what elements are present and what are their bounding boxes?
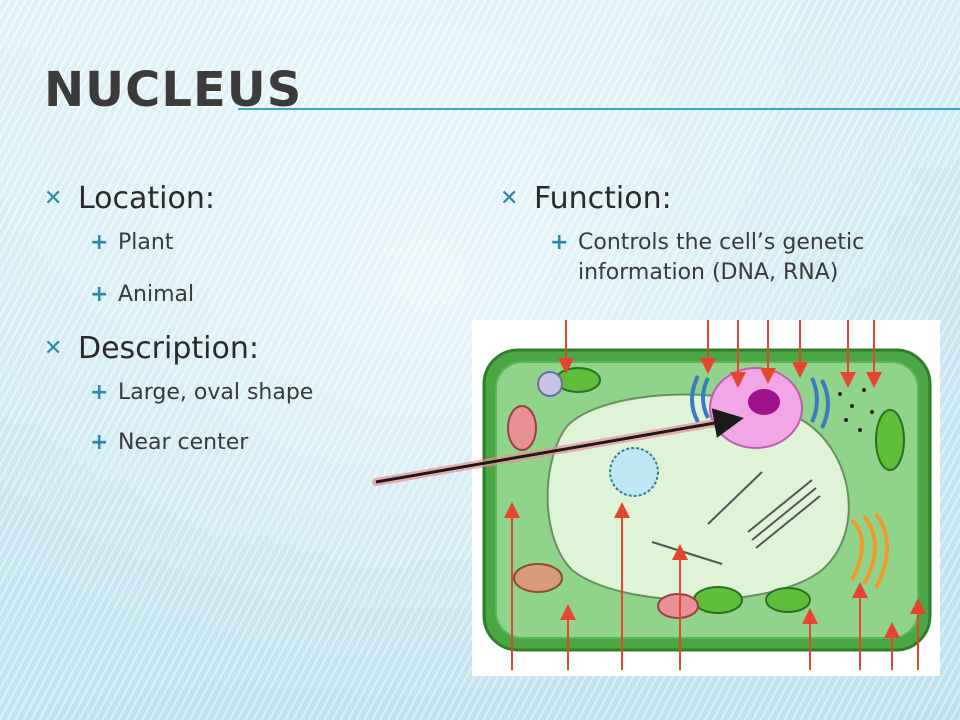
label-arrows-bottom <box>504 502 926 670</box>
golgi-apparatus <box>850 512 889 589</box>
list-item-label: Plant <box>118 230 174 255</box>
mitochondria <box>507 405 699 619</box>
label-arrows-top <box>558 320 882 388</box>
chloroplasts <box>555 367 905 614</box>
vesicle <box>537 371 563 397</box>
list-item: + Plant <box>90 228 444 280</box>
list-item: + Controls the cell’s genetic informatio… <box>550 228 930 288</box>
bullet-description-label: Description: <box>78 330 259 366</box>
bullet-location: ✕ Location: <box>44 178 444 218</box>
list-item-label: Near center <box>118 430 249 455</box>
right-column: ✕ Function: + Controls the cell’s geneti… <box>500 178 940 288</box>
bullet-location-label: Location: <box>78 180 215 216</box>
endoplasmic-reticulum <box>690 375 830 429</box>
crystal-druse <box>609 447 659 497</box>
plant-cell-diagram <box>472 320 940 676</box>
left-column: ✕ Location: + Plant + Animal ✕ Descripti… <box>44 178 444 468</box>
list-item-label: Large, oval shape <box>118 380 314 405</box>
list-item: + Near center <box>90 428 444 468</box>
bullet-function: ✕ Function: <box>500 178 940 218</box>
list-item-label: Animal <box>118 282 195 307</box>
description-subitems: + Large, oval shape + Near center <box>44 378 444 468</box>
plus-bullet-icon: + <box>90 380 109 405</box>
list-item: + Large, oval shape <box>90 378 444 428</box>
x-bullet-icon: ✕ <box>44 185 63 211</box>
title-underline <box>238 108 960 110</box>
pointer-arrow <box>375 408 744 484</box>
ribosomes <box>838 388 874 432</box>
plus-bullet-icon: + <box>90 230 109 255</box>
plus-bullet-icon: + <box>90 282 109 307</box>
location-subitems: + Plant + Animal <box>44 228 444 324</box>
list-item: + Animal <box>90 280 444 324</box>
x-bullet-icon: ✕ <box>44 335 63 361</box>
nucleolus <box>748 389 780 415</box>
list-item-label: Controls the cell’s genetic information … <box>578 230 865 285</box>
plus-bullet-icon: + <box>90 430 109 455</box>
plus-bullet-icon: + <box>550 230 569 255</box>
bullet-description: ✕ Description: <box>44 328 444 368</box>
bullet-function-label: Function: <box>534 180 672 216</box>
plant-cell-svg <box>482 320 932 670</box>
function-subitems: + Controls the cell’s genetic informatio… <box>500 228 930 288</box>
x-bullet-icon: ✕ <box>500 185 519 211</box>
